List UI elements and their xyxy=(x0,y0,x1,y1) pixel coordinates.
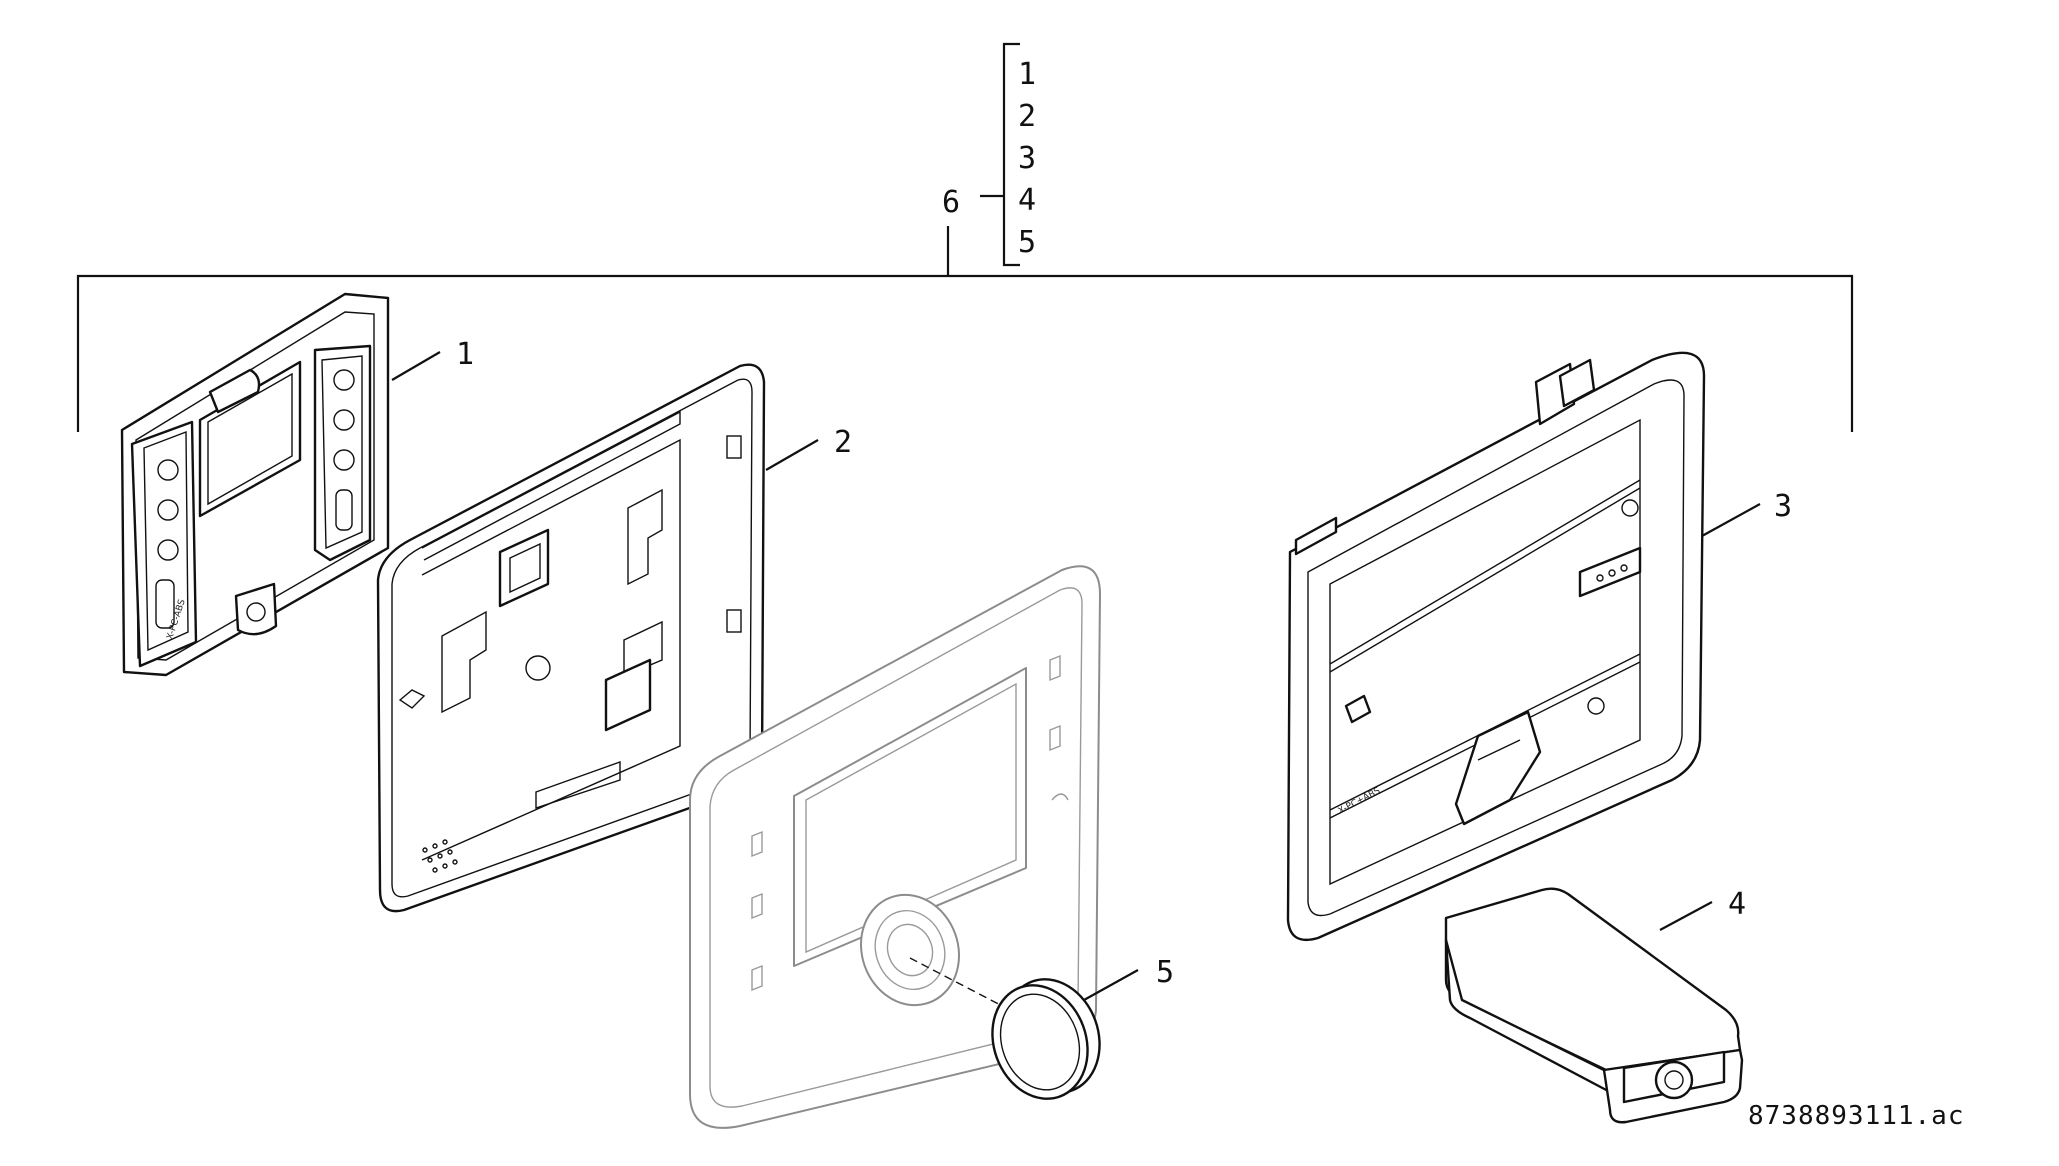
part-5-rotary-knob xyxy=(991,978,1101,1100)
group-list-item-2: 2 xyxy=(1018,99,1036,134)
part-5-callout: 5 xyxy=(1156,955,1174,990)
part-4-cover-cap xyxy=(1444,887,1744,1124)
part-1-mounting-plate: X-PC-ABS xyxy=(120,292,390,677)
group-list-item-5: 5 xyxy=(1018,225,1036,260)
part-4-callout: 4 xyxy=(1728,887,1746,922)
document-id: 8738893111.ac xyxy=(1748,1101,1965,1131)
group-list-item-1: 1 xyxy=(1018,57,1036,92)
front-panel xyxy=(689,565,1101,1129)
part-1-callout: 1 xyxy=(456,337,474,372)
part-2-housing-shell xyxy=(376,363,766,913)
group-bracket xyxy=(76,42,1854,432)
group-list-item-3: 3 xyxy=(1018,141,1036,176)
group-list-item-4: 4 xyxy=(1018,183,1036,218)
part-3-rear-housing: X-PC+ABS xyxy=(1286,351,1706,942)
part-2-callout: 2 xyxy=(834,425,852,460)
group-label: 6 xyxy=(942,185,960,220)
part-3-callout: 3 xyxy=(1774,489,1792,524)
